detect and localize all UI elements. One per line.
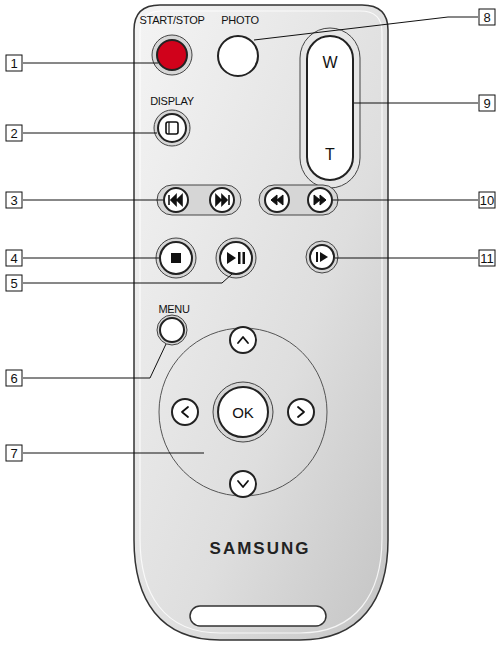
- remote-body: WTOKSAMSUNG: [132, 5, 388, 640]
- callout-number: 10: [479, 192, 496, 209]
- menu-button: [160, 318, 184, 342]
- fast-forward-button: [308, 188, 332, 212]
- button-ring: [259, 185, 338, 215]
- display-icon: [166, 122, 178, 134]
- leader-lines: [23, 17, 478, 453]
- callout-number: 6: [6, 370, 23, 387]
- button-ring: [152, 35, 192, 75]
- ok-button-face: [218, 387, 268, 437]
- callout-number: 7: [6, 445, 23, 462]
- button-label: DISPLAY: [150, 96, 194, 107]
- skip-back-button: [164, 188, 188, 212]
- button-ring: [154, 110, 190, 146]
- button-ring: [156, 238, 196, 278]
- button-label: PHOTO: [221, 15, 258, 26]
- button-label: START/STOP: [140, 15, 205, 26]
- callout-number: 3: [6, 192, 23, 209]
- button-ring: [306, 241, 338, 273]
- strap-slot: [190, 606, 326, 626]
- start-stop-button: [157, 40, 187, 70]
- photo-button: [218, 36, 258, 76]
- pause-icon: [238, 252, 241, 264]
- zoom-label: W: [322, 55, 337, 71]
- play-pause-button: [220, 242, 252, 274]
- button-ring: [157, 315, 187, 345]
- fast-forward-icon: [314, 195, 326, 205]
- slow-icon: [320, 252, 328, 262]
- slow-icon: [316, 252, 318, 262]
- brand-name: SAMSUNG: [132, 540, 388, 557]
- zoom-rocker-ring: [300, 28, 360, 188]
- navigation-ring: [159, 328, 327, 496]
- stop-button: [160, 242, 192, 274]
- callout-number: 9: [479, 95, 496, 112]
- button-label: MENU: [158, 304, 189, 315]
- display-button: [158, 114, 186, 142]
- ok-label: OK: [232, 405, 254, 420]
- rewind-button: [265, 188, 289, 212]
- button-ring: [157, 185, 241, 215]
- zoom-rocker: [307, 36, 353, 180]
- callout-number: 2: [6, 125, 23, 142]
- callout-number: 4: [6, 250, 23, 267]
- button-ring: [216, 238, 256, 278]
- pause-icon: [243, 252, 246, 264]
- callout-number: 5: [6, 275, 23, 292]
- skip-forward-button: [210, 188, 234, 212]
- button-ring: [213, 382, 273, 442]
- callout-number: 1: [6, 55, 23, 72]
- callout-number: 11: [479, 250, 496, 267]
- arrow-icons: [182, 337, 304, 487]
- skip-back-icon: [169, 195, 182, 205]
- play-icon: [227, 252, 236, 264]
- zoom-label: T: [325, 147, 335, 163]
- ok-button: OK: [215, 384, 271, 440]
- skip-forward-icon: [216, 195, 229, 205]
- rewind-icon: [271, 195, 283, 205]
- display-icon: [168, 122, 169, 134]
- zoom-rocker: WT: [300, 28, 360, 188]
- callout-number: 8: [479, 9, 496, 26]
- stop-icon: [171, 253, 181, 263]
- slow-button: [310, 245, 334, 269]
- arrow-buttons: [172, 327, 314, 497]
